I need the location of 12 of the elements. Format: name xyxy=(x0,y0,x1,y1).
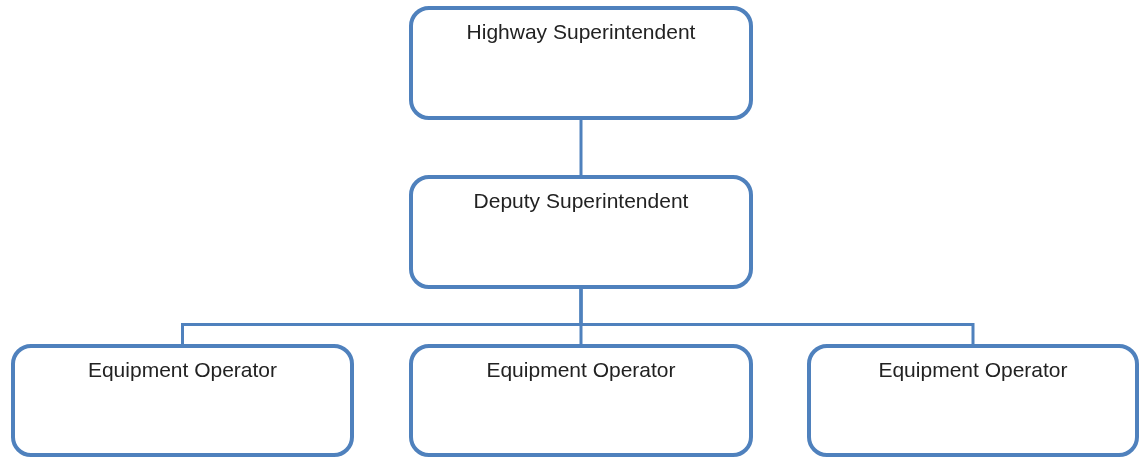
position-title: Deputy Superintendent xyxy=(472,189,690,213)
position-title: Equipment Operator xyxy=(86,358,279,382)
connector-line xyxy=(579,120,583,175)
position-title: Highway Superintendent xyxy=(465,20,697,44)
connector-line xyxy=(579,289,975,344)
position-box xyxy=(807,344,1139,457)
position-box xyxy=(409,344,753,457)
position-box xyxy=(409,175,753,289)
position-title: Equipment Operator xyxy=(877,358,1069,382)
position-box xyxy=(11,344,354,457)
position-box xyxy=(409,6,753,120)
position-title: Equipment Operator xyxy=(485,358,677,382)
